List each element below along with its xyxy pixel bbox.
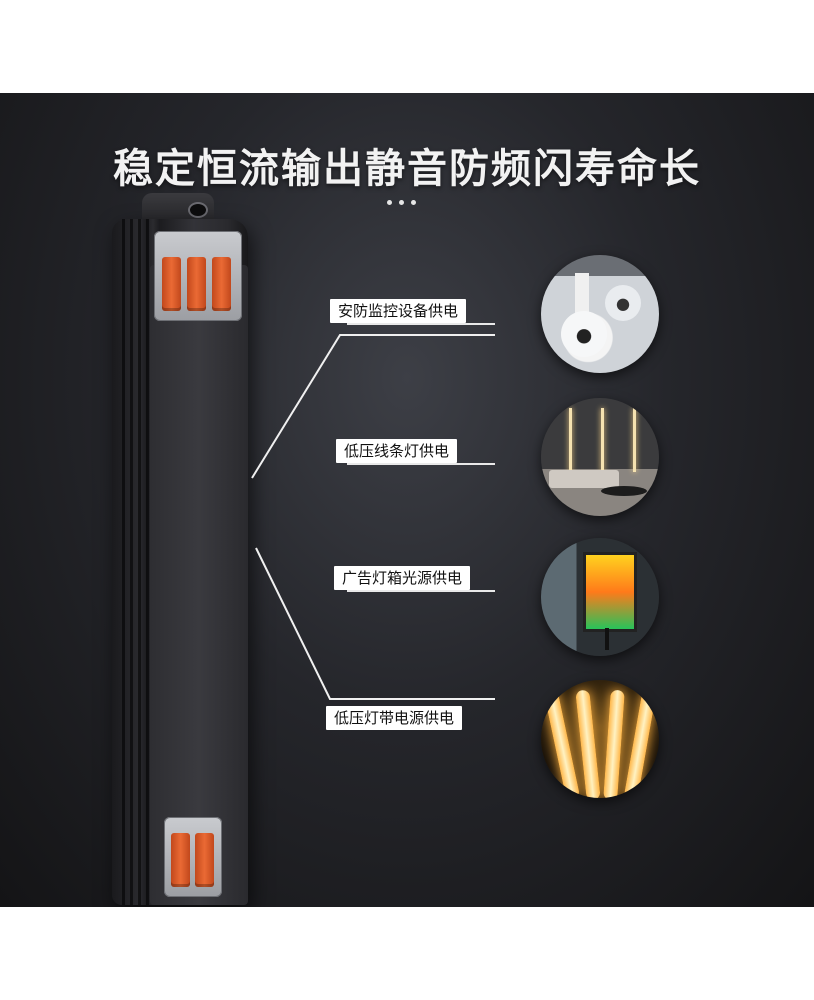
mounting-hole	[188, 202, 208, 218]
output-terminal-block	[164, 817, 222, 897]
terminal-lever	[162, 257, 181, 311]
terminal-lever	[187, 257, 206, 311]
connector-lines	[251, 334, 495, 700]
terminal-lever	[195, 833, 214, 887]
led-strip-light-icon	[541, 680, 659, 798]
security-camera-icon	[541, 255, 659, 373]
device-face	[150, 265, 248, 905]
device-body	[112, 219, 248, 905]
label-led-strip: 低压灯带电源供电	[326, 706, 463, 730]
headline: 稳定恒流输出静音防频闪寿命长	[113, 146, 701, 192]
terminal-lever	[212, 257, 231, 311]
power-supply-device	[112, 193, 252, 905]
advertising-lightbox-icon	[541, 538, 659, 656]
label-security-monitoring: 安防监控设备供电	[330, 299, 467, 323]
label-linear-light: 低压线条灯供电	[336, 439, 458, 463]
terminal-lever	[171, 833, 190, 887]
dots-decoration	[387, 200, 416, 205]
input-terminal-block	[154, 231, 242, 321]
linear-light-room-icon	[541, 398, 659, 516]
label-lightbox: 广告灯箱光源供电	[334, 566, 471, 590]
product-feature-panel: 稳定恒流输出静音防频闪寿命长 安防监控设备供电 低压线条灯供	[0, 93, 814, 907]
